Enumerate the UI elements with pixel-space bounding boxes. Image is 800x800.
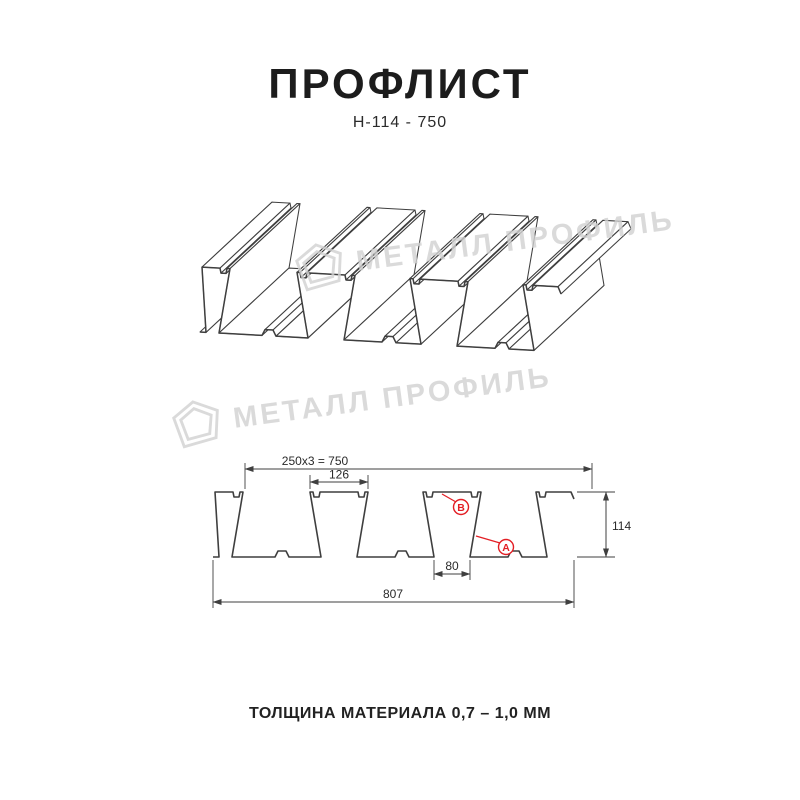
- profile-3d-wireframe: [199, 201, 632, 352]
- side-b-leader-line: [441, 493, 457, 503]
- profile-model-subtitle: Н-114 - 750: [352, 114, 448, 131]
- watermark-lower: МЕТАЛЛ ПРОФИЛЬ: [169, 352, 555, 452]
- front-cut-edge: [199, 266, 562, 352]
- page-title: ПРОФЛИСТ: [268, 60, 532, 107]
- side-b-marker: [452, 498, 470, 516]
- side-a-marker: [497, 538, 515, 556]
- side-a-label: A: [502, 542, 510, 554]
- dim-height-label: 114: [612, 519, 631, 533]
- profile-cross-section: 250x3 = 750 126 114 80 807 B A: [212, 455, 631, 608]
- metal-profil-logo-icon: [172, 400, 219, 449]
- dim-rib-bottom-label: 80: [445, 559, 459, 573]
- material-thickness-note: ТОЛЩИНА МАТЕРИАЛА 0,7 – 1,0 ММ: [248, 705, 552, 722]
- dim-coverage-label: 250x3 = 750: [282, 455, 349, 468]
- side-b-label: B: [457, 502, 465, 514]
- dim-flange-label: 126: [329, 468, 349, 482]
- cross-section-outline: [213, 491, 575, 558]
- watermark-text: МЕТАЛЛ ПРОФИЛЬ: [231, 360, 554, 435]
- profile-3d-view: [199, 201, 632, 352]
- side-a-leader-line: [475, 535, 501, 544]
- dim-total-width-label: 807: [383, 587, 403, 601]
